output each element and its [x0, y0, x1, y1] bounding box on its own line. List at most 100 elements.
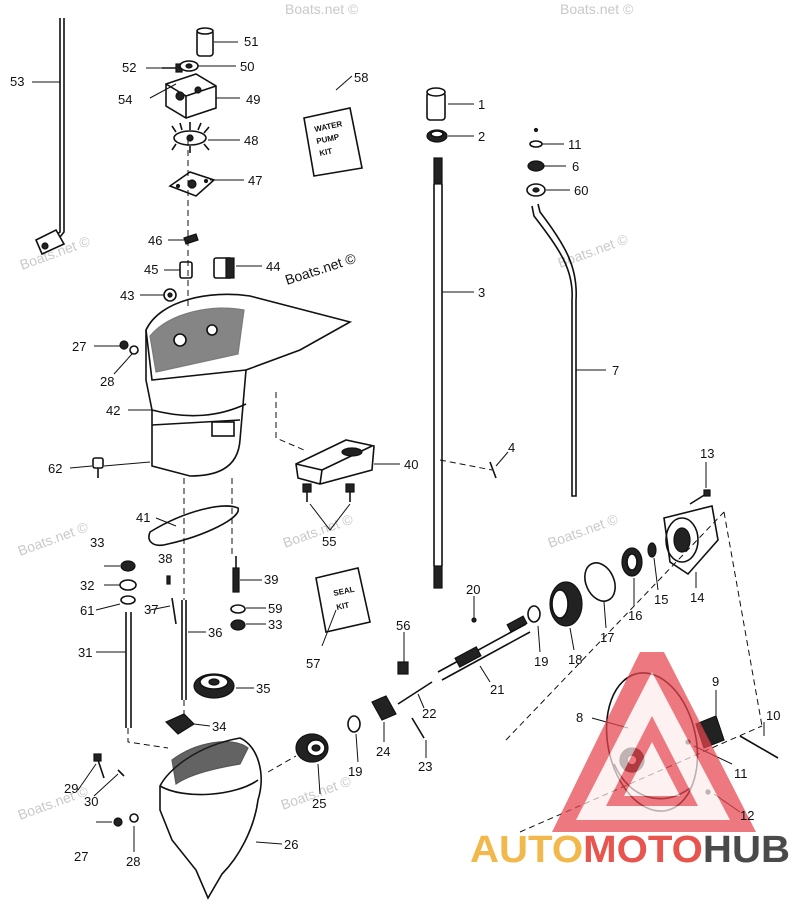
part-screw[interactable] — [689, 493, 707, 505]
part-number[interactable]: 33 — [268, 617, 282, 632]
part-number[interactable]: 45 — [144, 262, 158, 277]
part-screw[interactable] — [113, 817, 123, 827]
part-drive-shaft-seal[interactable] — [426, 129, 448, 143]
part-shift-bracket[interactable] — [295, 439, 375, 485]
part-number[interactable]: 54 — [118, 92, 132, 107]
part-shift-cam[interactable] — [164, 713, 195, 735]
part-number[interactable]: 30 — [84, 794, 98, 809]
part-propeller-shaft[interactable] — [437, 615, 531, 681]
part-number[interactable]: 26 — [284, 837, 298, 852]
part-shift-plunger[interactable] — [397, 681, 433, 705]
part-bearing[interactable] — [621, 547, 643, 577]
part-cross-pin[interactable] — [411, 717, 425, 739]
part-number[interactable]: 2 — [478, 129, 485, 144]
part-wear-plate[interactable] — [168, 171, 216, 197]
part-number[interactable]: 10 — [766, 708, 780, 723]
part-number[interactable]: 55 — [322, 534, 336, 549]
part-number[interactable]: 56 — [396, 618, 410, 633]
part-impeller[interactable] — [171, 122, 210, 153]
part-number[interactable]: 18 — [568, 652, 582, 667]
part-shift-rod[interactable] — [531, 203, 577, 497]
part-number[interactable]: 9 — [712, 674, 719, 689]
part-number[interactable]: 48 — [244, 133, 258, 148]
part-o-ring[interactable] — [529, 140, 543, 148]
part-bushing[interactable] — [230, 619, 246, 631]
part-number[interactable]: 53 — [10, 74, 24, 89]
part-number[interactable]: 11 — [734, 766, 748, 781]
part-nut[interactable] — [120, 560, 136, 572]
part-number[interactable]: 33 — [90, 535, 104, 550]
part-o-ring[interactable] — [120, 595, 136, 605]
part-pinion-gear[interactable] — [193, 673, 235, 699]
part-o-ring[interactable] — [230, 604, 246, 614]
part-pin[interactable] — [166, 575, 171, 585]
part-number[interactable]: 22 — [422, 706, 436, 721]
part-shear-pin[interactable] — [739, 735, 779, 759]
part-grommet[interactable] — [527, 160, 545, 172]
part-detent[interactable] — [397, 661, 409, 675]
part-number[interactable]: 28 — [126, 854, 140, 869]
part-washer[interactable] — [129, 345, 139, 355]
part-number[interactable]: 16 — [628, 608, 642, 623]
part-drive-shaft[interactable] — [433, 157, 443, 589]
part-number[interactable]: 49 — [246, 92, 260, 107]
part-o-ring[interactable] — [579, 558, 621, 606]
part-number[interactable]: 3 — [478, 285, 485, 300]
part-forward-gear[interactable] — [549, 581, 583, 627]
part-number[interactable]: 34 — [212, 719, 226, 734]
part-clutch[interactable] — [371, 695, 397, 721]
part-pin[interactable] — [489, 461, 497, 479]
part-shift-shaft-upper[interactable] — [232, 556, 240, 593]
part-number[interactable]: 19 — [534, 654, 548, 669]
part-number[interactable]: 31 — [78, 645, 92, 660]
part-number[interactable]: 41 — [136, 510, 150, 525]
part-number[interactable]: 20 — [466, 582, 480, 597]
part-number[interactable]: 32 — [80, 578, 94, 593]
part-number[interactable]: 61 — [80, 603, 94, 618]
part-number[interactable]: 4 — [508, 440, 515, 455]
part-driveshaft-housing[interactable] — [145, 293, 353, 477]
part-clip[interactable] — [533, 127, 539, 133]
part-number[interactable]: 11 — [568, 137, 582, 152]
part-number[interactable]: 29 — [64, 781, 78, 796]
part-number[interactable]: 47 — [248, 173, 262, 188]
part-number[interactable]: 1 — [478, 97, 485, 112]
part-number[interactable]: 8 — [576, 710, 583, 725]
part-gear-housing[interactable] — [159, 737, 262, 900]
part-number[interactable]: 46 — [148, 233, 162, 248]
part-thrust-washer[interactable] — [527, 605, 541, 623]
part-number[interactable]: 59 — [268, 601, 282, 616]
part-washer[interactable] — [119, 579, 137, 591]
part-number[interactable]: 40 — [404, 457, 418, 472]
part-number[interactable]: 23 — [418, 759, 432, 774]
part-number[interactable]: 17 — [600, 630, 614, 645]
part-screws[interactable] — [302, 483, 355, 502]
part-number[interactable]: 14 — [690, 590, 704, 605]
part-number[interactable]: 12 — [740, 808, 754, 823]
part-number[interactable]: 19 — [348, 764, 362, 779]
part-number[interactable]: 24 — [376, 744, 390, 759]
part-number[interactable]: 44 — [266, 259, 280, 274]
part-screw[interactable] — [97, 759, 105, 779]
part-bolt[interactable] — [92, 457, 104, 478]
part-number[interactable]: 58 — [354, 70, 368, 85]
part-number[interactable]: 43 — [120, 288, 134, 303]
part-number[interactable]: 15 — [654, 592, 668, 607]
part-number[interactable]: 27 — [72, 339, 86, 354]
part-number[interactable]: 57 — [306, 656, 320, 671]
part-screw[interactable] — [119, 340, 129, 350]
part-number[interactable]: 13 — [700, 446, 714, 461]
part-bearing-carrier[interactable] — [663, 505, 719, 576]
part-pump-housing[interactable] — [165, 73, 217, 119]
part-shift-shaft[interactable] — [181, 600, 187, 700]
part-bearing[interactable] — [295, 733, 329, 763]
part-gasket[interactable] — [148, 505, 239, 547]
part-number[interactable]: 37 — [144, 602, 158, 617]
part-number[interactable]: 27 — [74, 849, 88, 864]
part-number[interactable]: 7 — [612, 363, 619, 378]
part-number[interactable]: 38 — [158, 551, 172, 566]
part-dowel-pin[interactable] — [171, 597, 177, 625]
part-thrust-washer[interactable] — [347, 715, 361, 733]
part-pin[interactable] — [117, 769, 125, 777]
part-number[interactable]: 51 — [244, 34, 258, 49]
